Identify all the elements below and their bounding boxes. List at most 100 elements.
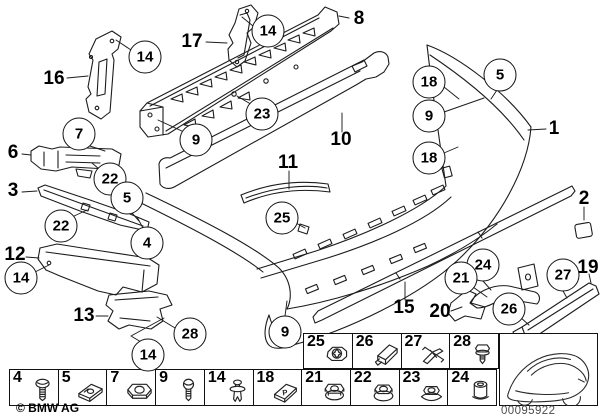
gussets-top <box>170 27 316 103</box>
diagram-number: 00095922 <box>501 405 556 417</box>
legend-cell-25[interactable]: 25 <box>304 333 353 368</box>
part-13-bracket <box>105 290 173 330</box>
callout-label-20[interactable]: 20 <box>429 301 451 322</box>
legend-number: 28 <box>453 333 472 350</box>
part-8-crash-bar <box>139 6 340 138</box>
part-11-reflector <box>240 181 331 204</box>
hex-nut-icon <box>127 383 152 399</box>
expanding-rivet-icon <box>229 379 245 402</box>
legend-number: 7 <box>110 369 120 386</box>
callout-circle-22[interactable]: 22 <box>93 162 127 196</box>
legend-number: 4 <box>13 369 22 386</box>
callout-label-3[interactable]: 3 <box>7 180 19 201</box>
callout-circle-26[interactable]: 26 <box>492 292 526 326</box>
legend-number: 26 <box>355 333 374 350</box>
pan-screw-icon <box>35 378 50 402</box>
callout-circle-14[interactable]: 14 <box>251 14 285 48</box>
callout-circle-5[interactable]: 5 <box>110 181 144 215</box>
callout-circle-22[interactable]: 22 <box>44 209 78 243</box>
bumper-band-slots <box>292 184 446 260</box>
part-16-bracket <box>85 30 122 120</box>
callout-circle-25[interactable]: 25 <box>265 201 299 235</box>
callout-label-19[interactable]: 19 <box>577 257 599 278</box>
callout-label-16[interactable]: 16 <box>43 68 65 89</box>
flange-nut-icon <box>324 383 345 401</box>
legend-cell-26[interactable]: 26 <box>353 333 402 368</box>
callout-circle-14[interactable]: 14 <box>131 338 165 372</box>
callout-circle-24[interactable]: 24 <box>466 248 500 282</box>
legend-cell-22[interactable]: 22 <box>351 369 400 405</box>
callout-circle-9[interactable]: 9 <box>268 315 302 349</box>
legend-number: 27 <box>404 333 423 350</box>
callout-label-11[interactable]: 11 <box>277 152 299 173</box>
callout-circle-21[interactable]: 21 <box>444 261 478 295</box>
part-2-cap <box>574 221 593 239</box>
part-12-bracket <box>37 243 160 296</box>
speed-nut-icon <box>78 383 104 402</box>
legend-cell-24[interactable]: 24 <box>448 369 496 405</box>
legend-number: 22 <box>353 369 372 386</box>
vehicle-thumbnail-box <box>499 333 598 406</box>
flange-nut-b-icon <box>373 384 394 402</box>
callout-label-13[interactable]: 13 <box>73 305 95 326</box>
washer-screw-icon <box>474 344 491 365</box>
callout-circle-27[interactable]: 27 <box>546 258 580 292</box>
copyright-text: © BMW AG <box>16 401 80 415</box>
callout-label-10[interactable]: 10 <box>330 129 352 150</box>
legend-number: 9 <box>159 369 169 386</box>
leader-lines <box>21 15 592 343</box>
legend-number: 5 <box>61 369 71 386</box>
legend-cell-14[interactable]: 14 <box>205 369 254 405</box>
legend-cell-5[interactable]: 5 <box>59 369 108 405</box>
u-clip-icon <box>374 344 398 366</box>
p-clip-icon: P <box>274 383 298 403</box>
round-screw-icon <box>182 378 194 402</box>
callout-circle-14[interactable]: 14 <box>128 40 162 74</box>
legend-number: 14 <box>207 369 226 386</box>
callout-label-1[interactable]: 1 <box>548 118 560 139</box>
legend-number: 23 <box>402 369 421 386</box>
callout-circle-14[interactable]: 14 <box>4 261 38 295</box>
washer-nut-icon <box>421 386 443 402</box>
gussets-bottom <box>183 91 251 128</box>
clip-detail-25 <box>297 223 310 235</box>
legend-number: 24 <box>451 369 470 386</box>
clamp-icon <box>422 346 445 365</box>
callout-label-12[interactable]: 12 <box>4 244 26 265</box>
legend-cell-28[interactable]: 28 <box>450 333 498 368</box>
legend-cell-7[interactable]: 7 <box>107 369 157 405</box>
legend-cell-4[interactable]: 4 <box>10 369 59 405</box>
callout-circle-28[interactable]: 28 <box>173 317 207 351</box>
callout-circle-9[interactable]: 9 <box>179 123 213 157</box>
legend-row-top: 25 26 27 28 <box>303 333 499 369</box>
part-20-bracket-assembly <box>447 263 540 322</box>
callout-label-17[interactable]: 17 <box>181 31 203 52</box>
sleeve-nut-icon <box>472 380 489 400</box>
callout-label-8[interactable]: 8 <box>353 8 365 29</box>
petal-nut-icon <box>326 346 347 362</box>
callout-label-6[interactable]: 6 <box>7 142 19 163</box>
callout-circle-18[interactable]: 18 <box>412 65 446 99</box>
callout-circle-7[interactable]: 7 <box>62 117 96 151</box>
callout-circle-23[interactable]: 23 <box>245 97 279 131</box>
legend-number: 18 <box>256 369 275 386</box>
legend-number: 21 <box>305 369 324 386</box>
legend-number: 25 <box>307 333 325 350</box>
callout-circle-18[interactable]: 18 <box>412 141 446 175</box>
callout-circle-5[interactable]: 5 <box>483 58 517 92</box>
legend-cell-21[interactable]: 21 <box>302 369 351 405</box>
bumper-lower-slots <box>304 242 428 295</box>
callout-label-2[interactable]: 2 <box>578 188 590 209</box>
callout-circle-9[interactable]: 9 <box>412 99 446 133</box>
legend-cell-23[interactable]: 23 <box>400 369 449 405</box>
legend-cell-27[interactable]: 27 <box>402 333 451 368</box>
part-15-trim-strip <box>312 185 576 324</box>
car-rear-silhouette-icon <box>507 353 590 406</box>
callout-circle-4[interactable]: 4 <box>130 226 164 260</box>
legend-cell-9[interactable]: 9 <box>156 369 205 405</box>
callout-label-15[interactable]: 15 <box>393 297 415 318</box>
